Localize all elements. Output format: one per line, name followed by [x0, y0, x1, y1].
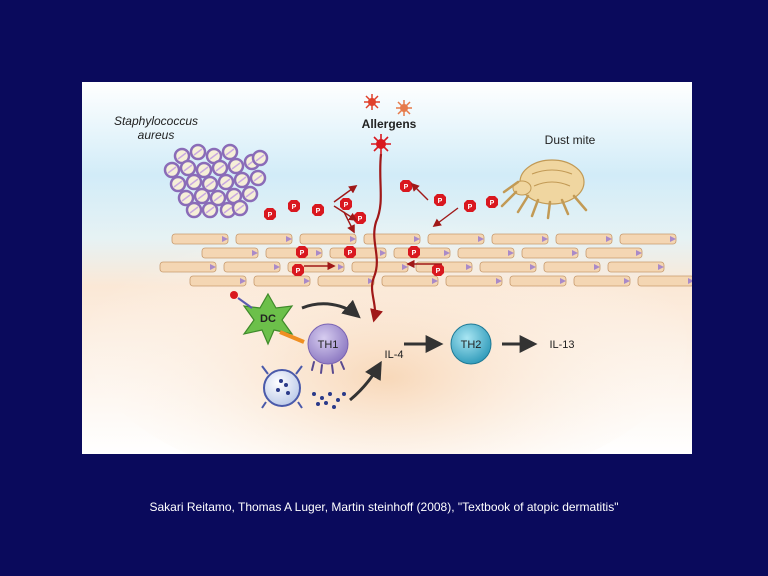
skin-cell-brick [235, 233, 293, 245]
skin-cell-brick [543, 261, 601, 273]
skin-cell-brick [427, 233, 485, 245]
svg-text:P: P [358, 216, 363, 223]
skin-cell-brick [479, 261, 537, 273]
skin-cell-brick [619, 233, 677, 245]
skin-cell-brick [585, 247, 643, 259]
staphylococcus-cluster [163, 143, 269, 219]
protease-marker: P [408, 246, 420, 258]
dendritic-cell [230, 291, 305, 346]
svg-text:P: P [412, 250, 417, 257]
protease-arrows [304, 182, 459, 271]
protease-marker: P [354, 212, 366, 224]
th1-cell [307, 323, 349, 374]
protease-marker: P [434, 194, 446, 206]
svg-text:P: P [438, 198, 443, 205]
protease-marker: P [288, 200, 300, 212]
skin-cell-brick [491, 233, 549, 245]
skin-cell-brick [171, 233, 229, 245]
svg-text:P: P [468, 204, 473, 211]
skin-cell-brick [223, 261, 281, 273]
svg-text:P: P [292, 204, 297, 211]
atopic-dermatitis-diagram: Staphylococcus aureus Allergens [82, 82, 692, 454]
skin-cell-brick [457, 247, 515, 259]
protease-marker: P [464, 200, 476, 212]
svg-text:P: P [344, 202, 349, 209]
dust-mite-label: Dust mite [545, 133, 596, 147]
protease-marker: P [296, 246, 308, 258]
allergen-icon [371, 134, 391, 154]
skin-cell-brick [317, 275, 375, 287]
skin-barrier-bricks [159, 233, 692, 287]
protease-marker: P [344, 246, 356, 258]
citation-text: Sakari Reitamo, Thomas A Luger, Martin s… [149, 500, 619, 514]
protease-marker: P [292, 264, 304, 276]
skin-cell-brick [509, 275, 567, 287]
mast-to-il4-arrow [349, 360, 382, 402]
skin-cell-brick [521, 247, 579, 259]
th2-label: TH2 [461, 339, 482, 351]
svg-text:P: P [316, 208, 321, 215]
svg-text:P: P [296, 268, 301, 275]
skin-cell-brick [201, 247, 259, 259]
skin-cell-brick [189, 275, 247, 287]
svg-text:P: P [436, 268, 441, 275]
skin-cell-brick [351, 261, 409, 273]
svg-text:P: P [348, 250, 353, 257]
svg-text:P: P [490, 200, 495, 207]
skin-cell-brick [299, 233, 357, 245]
skin-cell-brick [265, 247, 323, 259]
allergen-icon [364, 94, 380, 110]
protease-marker: P [400, 180, 412, 192]
protease-marker: P [264, 208, 276, 220]
diagram-panel: Staphylococcus aureus Allergens [82, 82, 692, 454]
skin-cell-brick [159, 261, 217, 273]
skin-cell-brick [637, 275, 692, 287]
il4-label: IL-4 [385, 349, 404, 361]
allergen-icon [396, 100, 412, 116]
staph-label-line1: Staphylococcus [114, 114, 198, 128]
mast-cell [261, 365, 303, 409]
skin-cell-brick [573, 275, 631, 287]
allergen-particles [364, 94, 412, 154]
allergens-label: Allergens [362, 117, 417, 131]
skin-cell-brick [393, 247, 451, 259]
protease-marker: P [432, 264, 444, 276]
skin-cell-brick [363, 233, 421, 245]
skin-cell-brick [381, 275, 439, 287]
svg-text:P: P [268, 212, 273, 219]
dc-label: DC [260, 313, 276, 325]
skin-cell-brick [607, 261, 665, 273]
skin-cell-brick [555, 233, 613, 245]
skin-cell-brick [253, 275, 311, 287]
th1-label: TH1 [318, 339, 339, 351]
dust-mite-icon [500, 159, 588, 220]
protease-marker: P [486, 196, 498, 208]
staph-label-line2: aureus [138, 128, 175, 142]
mast-cell-granules [312, 392, 346, 409]
protease-markers: PPPPPPPPPPPPPPP [264, 180, 498, 276]
dc-to-il4-arrow [301, 299, 361, 319]
il13-label: IL-13 [549, 339, 574, 351]
svg-text:P: P [300, 250, 305, 257]
svg-text:P: P [404, 184, 409, 191]
skin-cell-brick [445, 275, 503, 287]
protease-marker: P [312, 204, 324, 216]
allergen-penetration-arrow [370, 153, 383, 323]
protease-marker: P [340, 198, 352, 210]
th2-cell [450, 323, 492, 365]
